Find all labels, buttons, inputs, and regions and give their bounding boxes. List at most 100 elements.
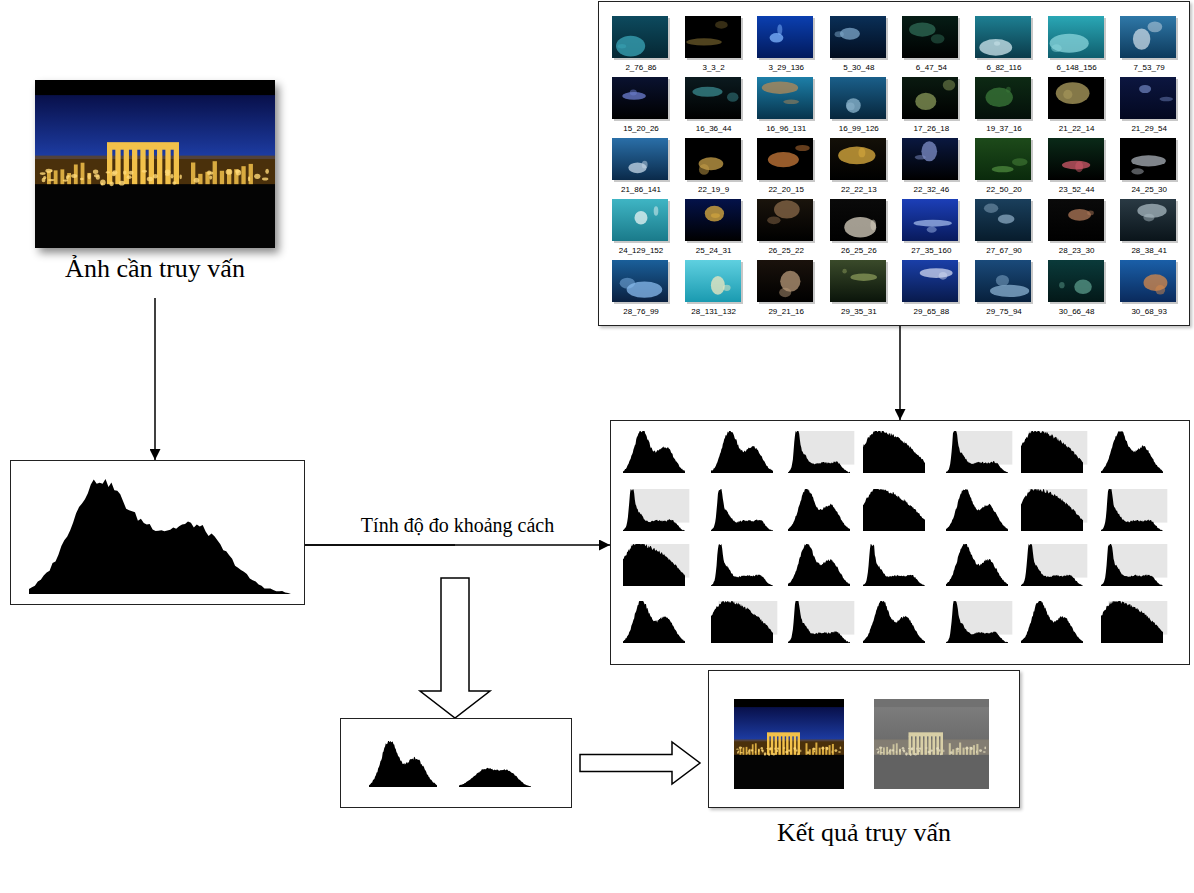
city-light: [748, 750, 749, 752]
city-light: [740, 752, 743, 753]
connector-arrow: [305, 545, 490, 718]
ruin-column: [54, 170, 58, 184]
thumbnail-label: 26_25_26: [823, 246, 895, 255]
ruin-column: [899, 749, 901, 755]
temple-column: [936, 736, 939, 755]
thumb-subject: [1068, 209, 1091, 221]
histogram: [863, 544, 925, 586]
city-light: [166, 171, 169, 174]
thumbnail-label: 22_20_15: [750, 185, 822, 194]
ruin-column: [87, 173, 91, 184]
city-light: [165, 170, 171, 175]
thumbnail-cell: 28_38_41: [1113, 199, 1185, 255]
thumb-photo: [757, 16, 813, 58]
thumbnail-cell: 24_25_30: [1113, 138, 1185, 194]
thumbnail: [1120, 199, 1178, 243]
city-light: [939, 749, 941, 751]
thumb-detail: [620, 278, 635, 289]
foreground: [734, 755, 844, 789]
city-light: [769, 748, 771, 751]
thumb-subject: [1131, 155, 1166, 166]
thumb-photo: [685, 16, 741, 58]
thumb-photo: [830, 77, 886, 119]
city-light: [738, 750, 739, 752]
histogram: [711, 544, 773, 586]
thumbnail: [612, 77, 670, 121]
city-light: [100, 180, 106, 186]
connector-line: [305, 544, 610, 546]
thumb-photo: [685, 260, 741, 302]
thumb-detail: [994, 41, 1000, 45]
thumb-photo: [975, 199, 1031, 241]
thumbnail-cell: 22_20_15: [750, 138, 822, 194]
city-light: [910, 753, 912, 756]
thumb-photo: [612, 260, 668, 302]
thumbnail-cell: 26_25_22: [750, 199, 822, 255]
city-light: [153, 174, 158, 178]
thumb-photo: [1048, 138, 1104, 180]
temple-column: [782, 736, 784, 755]
city-light: [838, 751, 841, 753]
city-light: [106, 171, 111, 173]
thumbnail-label: 21_29_54: [1113, 124, 1185, 133]
thumbnail-cell: 16_36_44: [678, 77, 750, 133]
histogram: [946, 431, 1008, 473]
thumb-subject: [770, 33, 784, 43]
thumb-detail: [939, 272, 948, 280]
histogram: [863, 489, 925, 531]
ruin-column: [966, 747, 968, 755]
histogram: [1101, 489, 1163, 531]
histogram: [946, 489, 1008, 531]
city-light: [958, 750, 959, 752]
thumb-detail: [943, 80, 955, 91]
thumb-subject: [1055, 82, 1089, 104]
ruin-column: [889, 749, 891, 755]
city-light: [772, 753, 775, 756]
temple-column: [157, 149, 162, 184]
thumbnail-label: 24_129_152: [605, 246, 677, 255]
thumbnail: [1120, 77, 1178, 121]
thumb-detail: [777, 24, 782, 35]
thumbnail: [685, 77, 743, 121]
city-light: [142, 170, 148, 173]
thumbnail-label: 16_96_131: [750, 124, 822, 133]
city-light: [112, 170, 117, 175]
ruin-column: [819, 748, 821, 755]
thumbnail: [612, 199, 670, 243]
thumb-detail: [927, 226, 937, 232]
thumbnail: [975, 138, 1033, 182]
city-light: [807, 751, 810, 754]
thumbnail-cell: 3_29_136: [750, 16, 822, 72]
city-light: [170, 174, 173, 179]
thumb-subject: [762, 81, 798, 93]
city-light: [119, 181, 125, 186]
city-light: [96, 175, 100, 180]
result-frame: [708, 670, 1020, 808]
temple-roof: [107, 142, 179, 150]
temple-column: [771, 736, 773, 755]
thumb-subject: [1133, 28, 1150, 49]
city-light: [906, 754, 907, 755]
thumbnail: [902, 77, 960, 121]
scene-ground: [734, 699, 844, 789]
thumb-photo: [1120, 260, 1176, 302]
city-light: [71, 174, 77, 178]
thumbnail-label: 28_76_99: [605, 307, 677, 316]
thumbnail-label: 21_22_14: [1041, 124, 1113, 133]
thumbnail-cell: 22_32_46: [895, 138, 967, 194]
city-light: [785, 751, 788, 753]
horizon-glow: [35, 156, 275, 186]
city-light: [755, 751, 757, 752]
thumbnail: [902, 138, 960, 182]
thumb-photo: [757, 260, 813, 302]
histogram: [1101, 431, 1163, 473]
thumb-detail: [783, 100, 799, 104]
city-light: [902, 747, 905, 749]
city-light: [889, 750, 890, 752]
city-light: [40, 172, 46, 175]
city-light: [128, 171, 133, 175]
thumb-photo: [685, 77, 741, 119]
histogram: [623, 431, 685, 473]
thumbnail-label: 3_3_2: [678, 63, 750, 72]
thumbnail-label: 6_47_54: [895, 63, 967, 72]
